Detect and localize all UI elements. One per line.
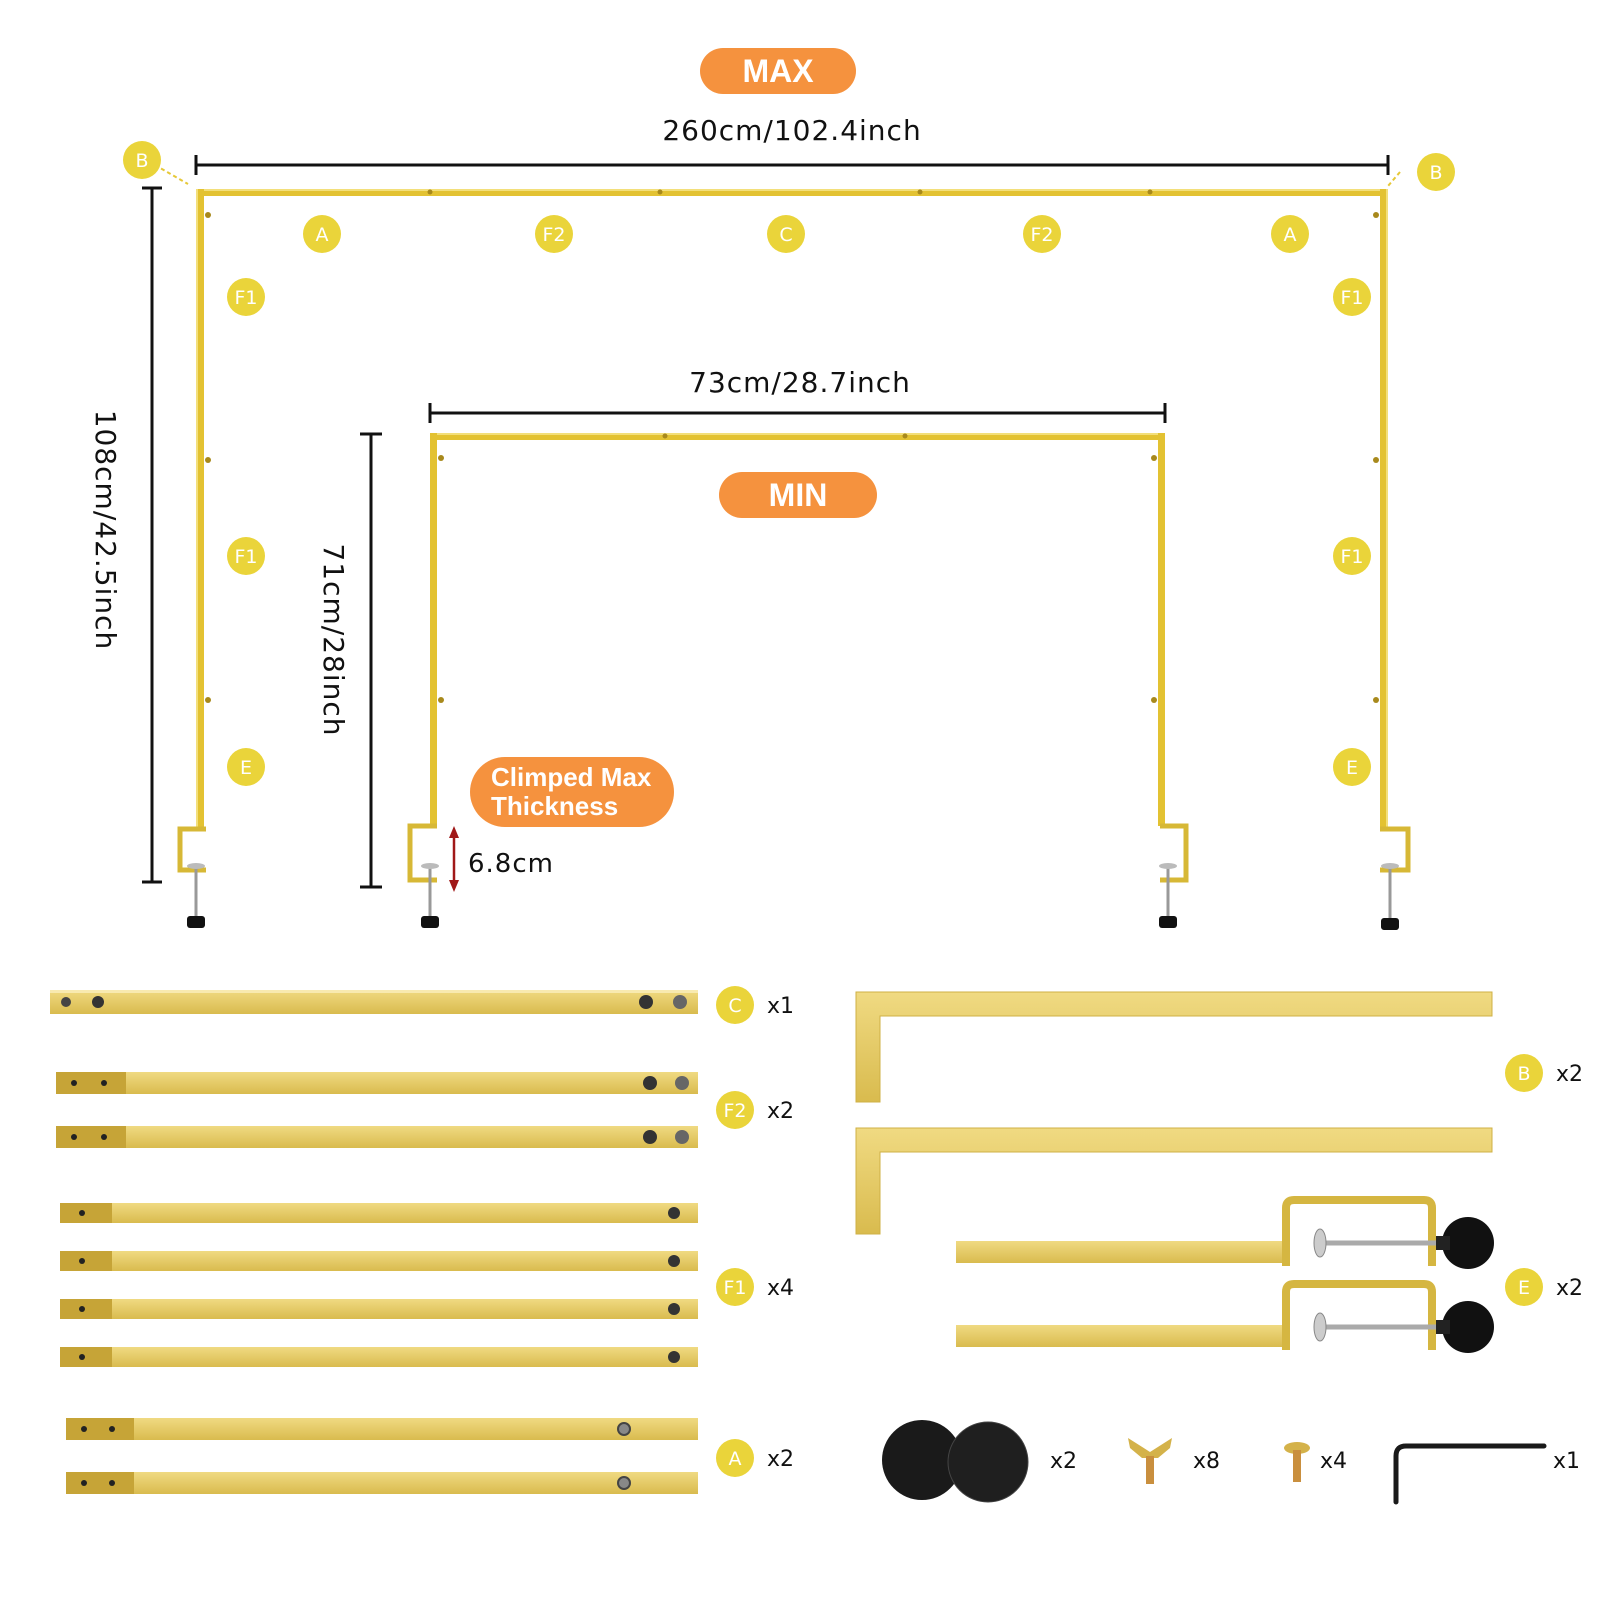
badge-top-f2-right: F2: [1023, 215, 1061, 253]
max-height-dimension: 108cm/42.5inch: [89, 186, 162, 884]
part-a-qty: x2: [767, 1447, 794, 1472]
b-left-leader: [154, 164, 189, 185]
clamp-thickness-value: 6.8cm: [468, 849, 554, 879]
badge-right-f1-mid-text: F1: [1340, 546, 1363, 568]
badge-left-f1-top-text: F1: [234, 287, 257, 309]
max-pill: MAX: [700, 48, 856, 94]
wing-nut-icon: [1128, 1438, 1172, 1484]
badge-right-e-text: E: [1346, 757, 1358, 779]
part-e-clamps: [956, 1196, 1494, 1353]
part-a-badge: A: [716, 1439, 754, 1477]
screw-icon: [1284, 1442, 1310, 1482]
badge-b-left-text: B: [135, 150, 148, 172]
badge-left-e: E: [227, 748, 265, 786]
hex-key-icon: [1393, 1443, 1547, 1505]
part-f1-bars: [60, 1203, 698, 1367]
clamp-label-line2: Thickness: [491, 791, 618, 821]
badge-left-e-text: E: [240, 757, 252, 779]
part-f1-badge-text: F1: [723, 1277, 746, 1299]
part-f1-badge: F1: [716, 1268, 754, 1306]
max-height-label: 108cm/42.5inch: [89, 410, 122, 651]
part-e-qty: x2: [1556, 1276, 1583, 1301]
badge-top-a-right-text: A: [1284, 224, 1297, 246]
min-label: MIN: [769, 477, 828, 513]
part-e-badge-text: E: [1518, 1277, 1530, 1299]
part-e-badge: E: [1505, 1268, 1543, 1306]
part-c-badge: C: [716, 986, 754, 1024]
part-f2-qty: x2: [767, 1099, 794, 1124]
badge-right-f1-top-text: F1: [1340, 287, 1363, 309]
badge-top-a-left: A: [303, 215, 341, 253]
part-c-bar: [50, 990, 698, 1014]
part-f2-badge-text: F2: [723, 1100, 746, 1122]
clamp-thickness-arrow: 6.8cm: [449, 826, 554, 892]
min-width-dimension: 73cm/28.7inch: [428, 366, 1167, 423]
felt-pads: [882, 1420, 1029, 1503]
badge-right-f1-mid: F1: [1333, 537, 1371, 575]
badge-right-f1-top: F1: [1333, 278, 1371, 316]
part-f2-bars: [56, 1072, 698, 1148]
min-height-dimension: 71cm/28inch: [317, 432, 382, 889]
part-b-badge: B: [1505, 1054, 1543, 1092]
part-c-qty: x1: [767, 994, 794, 1019]
max-label: MAX: [742, 53, 814, 89]
wing-nuts-qty: x8: [1193, 1449, 1220, 1474]
part-b-badge-text: B: [1517, 1063, 1530, 1085]
badge-top-c-text: C: [779, 224, 792, 246]
hex-key-qty: x1: [1553, 1449, 1580, 1474]
badge-b-right: B: [1417, 153, 1455, 191]
badge-top-a-right: A: [1271, 215, 1309, 253]
clamp-thickness-callout: Climped Max Thickness: [470, 757, 674, 827]
badge-top-f2-right-text: F2: [1030, 224, 1053, 246]
part-f1-qty: x4: [767, 1276, 794, 1301]
badge-left-f1-mid-text: F1: [234, 546, 257, 568]
part-c-badge-text: C: [728, 995, 741, 1017]
min-width-label: 73cm/28.7inch: [689, 366, 911, 399]
part-f2-badge: F2: [716, 1091, 754, 1129]
badge-b-right-text: B: [1429, 162, 1442, 184]
part-b-qty: x2: [1556, 1062, 1583, 1087]
clamp-label-line1: Climped Max: [491, 762, 652, 792]
badge-top-c: C: [767, 215, 805, 253]
min-frame: [407, 433, 1189, 928]
badge-right-e: E: [1333, 748, 1371, 786]
badge-top-a-left-text: A: [316, 224, 329, 246]
max-width-label: 260cm/102.4inch: [662, 114, 921, 147]
part-b-pieces: [855, 991, 1493, 1235]
pads-qty: x2: [1050, 1449, 1077, 1474]
min-height-label: 71cm/28inch: [317, 543, 350, 736]
max-width-dimension: 260cm/102.4inch: [194, 114, 1390, 175]
min-pill: MIN: [719, 472, 877, 518]
badge-b-left: B: [123, 141, 161, 179]
b-right-leader: [1387, 171, 1401, 187]
screws-qty: x4: [1320, 1449, 1347, 1474]
part-a-badge-text: A: [729, 1448, 742, 1470]
part-a-bars: [66, 1418, 698, 1494]
badge-top-f2-left-text: F2: [542, 224, 565, 246]
badge-left-f1-top: F1: [227, 278, 265, 316]
badge-top-f2-left: F2: [535, 215, 573, 253]
max-frame: [177, 189, 1411, 930]
badge-left-f1-mid: F1: [227, 537, 265, 575]
